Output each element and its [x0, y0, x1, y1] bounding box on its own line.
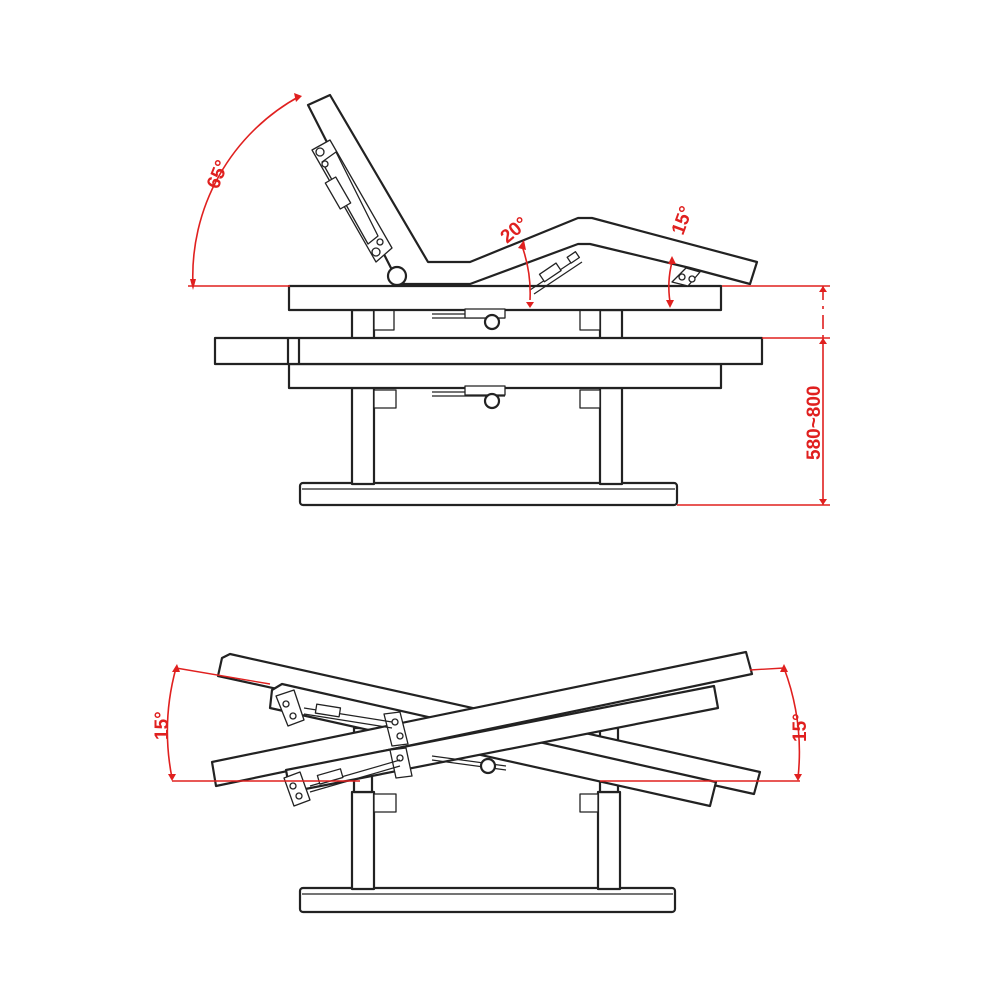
- tilt-actuators: [303, 703, 507, 793]
- backrest-actuator: [311, 139, 408, 287]
- upper-frame: [287, 284, 723, 312]
- front-view: 15° 15°: [152, 650, 811, 914]
- tilt-left-label: 15°: [152, 711, 173, 740]
- tilt-left-dimension: 15°: [152, 664, 360, 782]
- base-plate-front: [298, 886, 677, 914]
- lower-frame: [287, 362, 723, 390]
- base-plate: [298, 481, 679, 507]
- middle-frame: [213, 336, 764, 366]
- backrest-angle-label: 65°: [203, 157, 233, 192]
- lift-column-left: [350, 308, 397, 486]
- tilt-right-label: 15°: [790, 713, 811, 742]
- leg-hinge: [671, 267, 701, 287]
- height-dimension: 580~800: [677, 285, 830, 506]
- tilt-right-dimension: 15°: [600, 664, 811, 782]
- upper-actuator: [432, 308, 506, 331]
- backrest-angle-dimension: 65°: [188, 93, 302, 290]
- side-view: 65° 20° 15° 580~800: [188, 93, 830, 507]
- lift-column-right: [579, 308, 624, 486]
- height-range-label: 580~800: [804, 386, 825, 461]
- lower-actuator: [432, 385, 506, 410]
- leg-angle-label: 15°: [668, 204, 698, 238]
- seat-actuator: [529, 251, 583, 295]
